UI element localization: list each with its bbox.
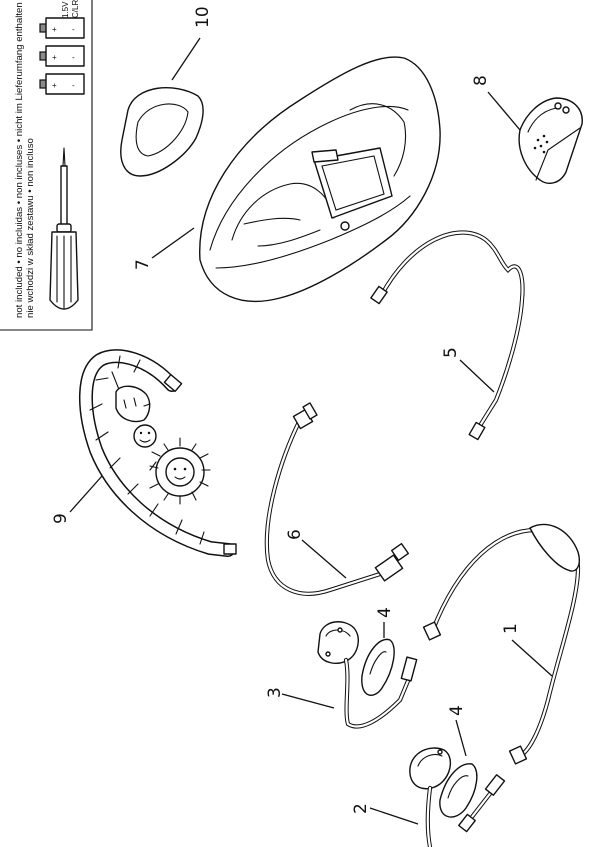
not-included-box: not included • no incluidas • non inclus… xyxy=(0,0,93,331)
part-number-labels: 10 7 8 5 9 6 4 3 1 4 2 xyxy=(51,6,521,814)
battery-1-minus: - xyxy=(72,81,75,90)
speaker-grille-icon xyxy=(533,134,549,154)
screwdriver-icon xyxy=(49,147,79,310)
smiley-toy-icon xyxy=(133,424,157,448)
battery-1-plus: + xyxy=(52,81,57,90)
battery-2-minus: - xyxy=(72,53,75,62)
part-2-controller xyxy=(409,747,506,847)
part-1-cable-paddle xyxy=(422,523,581,765)
part-number-9: 9 xyxy=(51,513,71,524)
battery-3-minus: - xyxy=(72,25,75,34)
battery-icons: + - + - + - 1.5V C/LR14 xyxy=(39,0,85,95)
leader-10 xyxy=(171,37,201,81)
not-included-line-2: nie wchodzi w skład zestawu • non inclus… xyxy=(25,138,36,318)
part-number-10: 10 xyxy=(193,6,213,28)
part-number-5: 5 xyxy=(441,347,461,358)
battery-2-icon: + - xyxy=(39,45,85,67)
part-4a-cover xyxy=(361,638,395,696)
part-number-2: 2 xyxy=(351,803,371,814)
leader-2 xyxy=(369,807,419,825)
battery-type: C/LR14 xyxy=(71,0,80,18)
leader-6 xyxy=(301,539,347,579)
part-number-4a: 4 xyxy=(375,607,395,618)
leader-3 xyxy=(281,693,335,709)
part-6-connector-tube xyxy=(264,402,410,596)
battery-3-plus: + xyxy=(52,25,57,34)
part-number-1: 1 xyxy=(501,623,521,634)
battery-1-icon: + - xyxy=(39,73,85,95)
part-number-6: 6 xyxy=(285,529,305,540)
part-3-controller xyxy=(317,621,418,729)
leader-lines xyxy=(69,37,553,825)
part-number-8: 8 xyxy=(471,75,491,86)
part-7-seat-pad xyxy=(199,56,441,302)
part-number-4b: 4 xyxy=(447,705,467,716)
leader-9 xyxy=(69,475,103,513)
part-10-head-support xyxy=(120,86,204,177)
part-5-frame-tube xyxy=(370,230,525,441)
battery-voltage: 1.5V xyxy=(61,1,70,18)
part-4b-cover xyxy=(439,763,478,818)
leader-8 xyxy=(487,91,521,131)
leader-4b xyxy=(455,719,467,757)
part-9-toy-bar xyxy=(78,349,237,557)
not-included-line-1: not included • no incluidas • non inclus… xyxy=(14,2,25,318)
part-8-sound-unit xyxy=(518,97,583,184)
leader-1 xyxy=(511,639,553,677)
battery-2-plus: + xyxy=(52,53,57,62)
lion-toy-icon xyxy=(149,437,211,505)
leader-5 xyxy=(459,359,495,393)
part-number-7: 7 xyxy=(133,259,153,270)
leader-7 xyxy=(151,227,195,259)
part-number-3: 3 xyxy=(265,687,285,698)
battery-3-icon: + - xyxy=(39,17,85,39)
